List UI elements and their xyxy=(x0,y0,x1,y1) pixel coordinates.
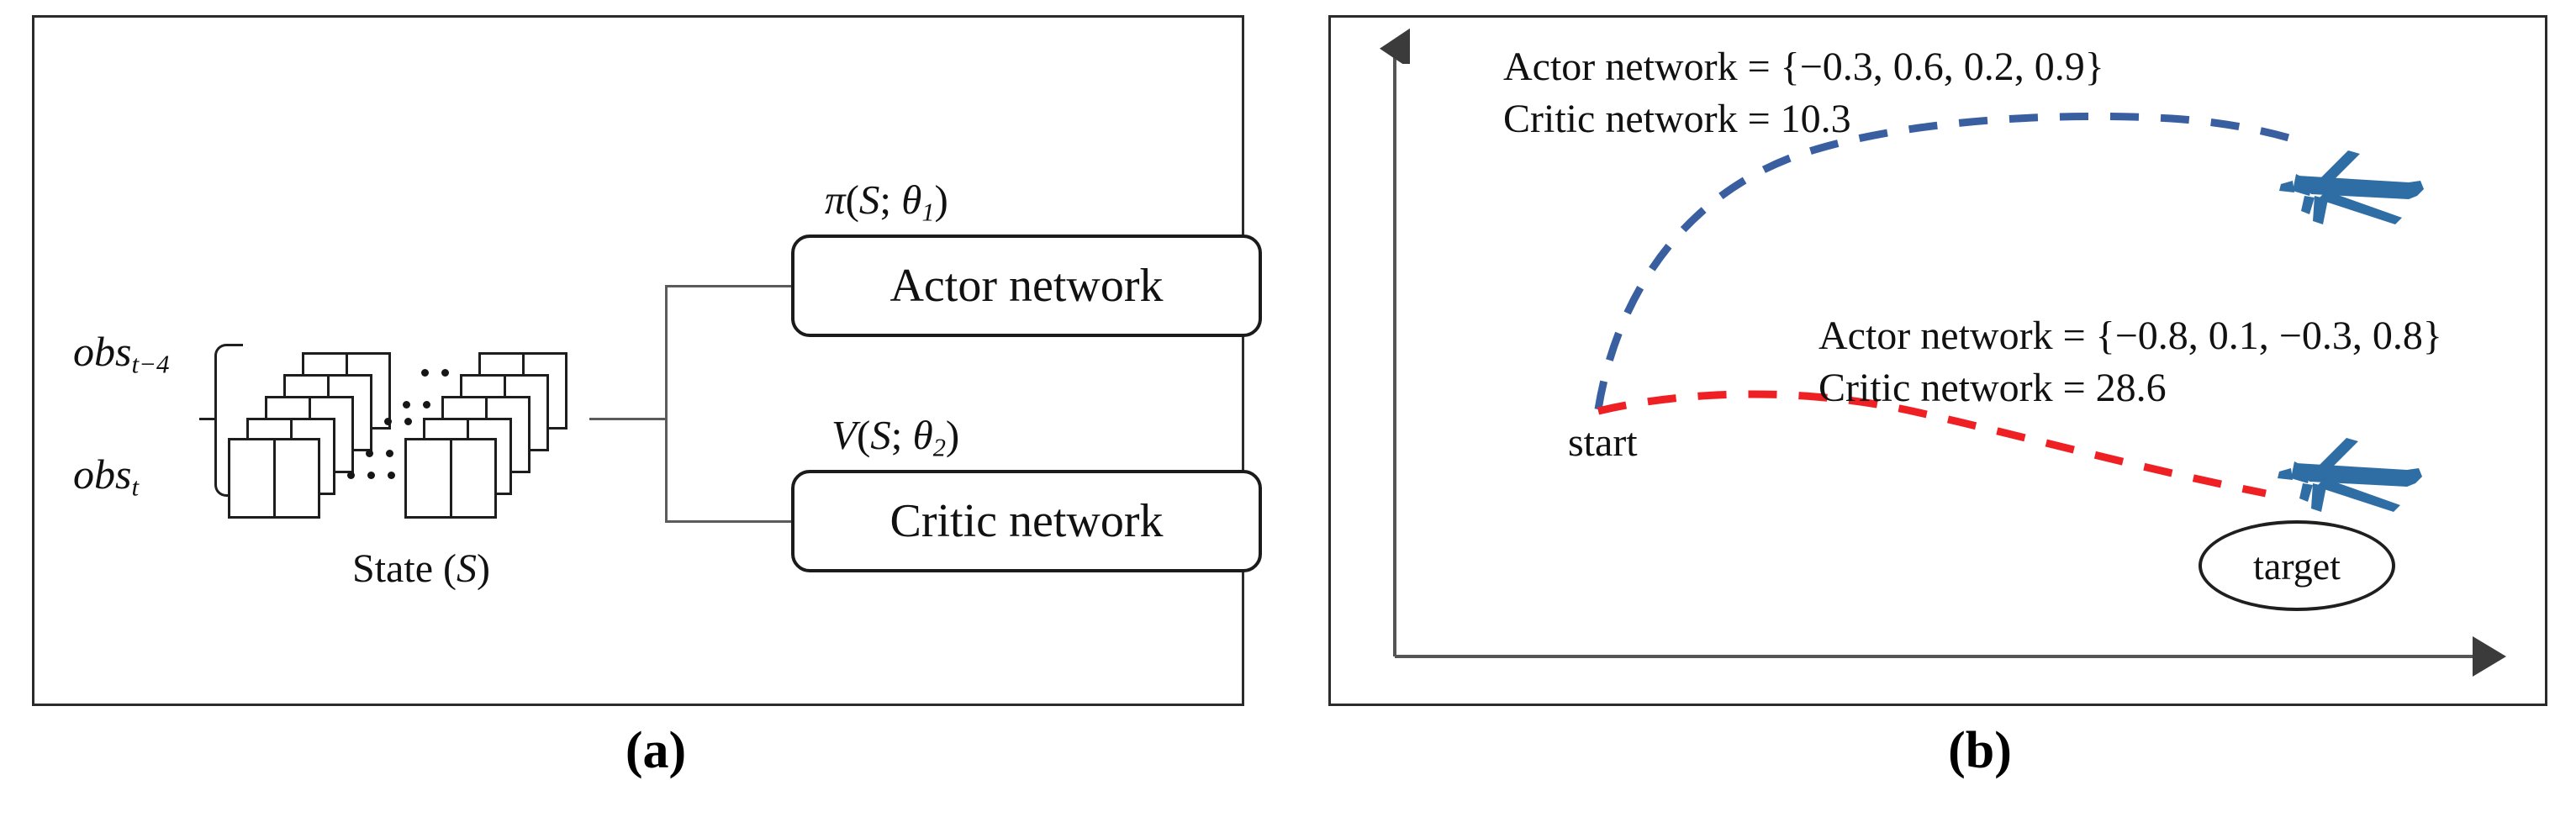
state-caption-text: State ( xyxy=(352,546,457,591)
annotation-lower: Actor network = {−0.8, 0.1, −0.3, 0.8} C… xyxy=(1819,310,2442,415)
connector-vertical-bus xyxy=(665,285,668,522)
connector-to-actor xyxy=(665,285,793,287)
critic-output-close: ) xyxy=(945,412,960,458)
actor-output-fn: π xyxy=(825,177,846,223)
obs-label-last-base: obs xyxy=(73,451,132,498)
actor-network-box: Actor network xyxy=(791,235,1262,337)
critic-output-theta: θ xyxy=(912,412,933,458)
obs-label-first-base: obs xyxy=(73,328,132,375)
target-label: target xyxy=(2253,544,2341,588)
critic-output-fn: V xyxy=(831,412,857,458)
start-label: start xyxy=(1568,420,1638,465)
upper-trajectory xyxy=(1594,112,2299,410)
annotation-upper-actor: Actor network = {−0.3, 0.6, 0.2, 0.9} xyxy=(1503,45,2104,89)
uav-icon-upper xyxy=(2279,150,2424,224)
actor-output-open: ( xyxy=(845,177,859,223)
obs-label-first: obst−4 xyxy=(73,330,170,377)
annotation-lower-critic: Critic network = 28.6 xyxy=(1819,366,2167,411)
actor-output-state: S xyxy=(858,177,880,223)
target-marker: target xyxy=(2199,520,2395,611)
critic-output-label: V(S; θ2) xyxy=(831,414,959,461)
panel-a-actor-critic-architecture: obst−4 obst xyxy=(32,15,1262,706)
critic-network-box: Critic network xyxy=(791,470,1262,572)
critic-output-state: S xyxy=(870,412,891,458)
obs-label-last-subscript: t xyxy=(131,472,140,502)
observation-frame xyxy=(228,438,320,519)
actor-output-theta: θ xyxy=(901,177,922,223)
actor-output-label: π(S; θ1) xyxy=(825,179,948,225)
obs-group-brace-tick xyxy=(199,418,216,420)
critic-output-index: 2 xyxy=(932,433,946,462)
annotation-lower-actor: Actor network = {−0.8, 0.1, −0.3, 0.8} xyxy=(1819,314,2442,358)
state-caption: State (S) xyxy=(245,546,598,592)
actor-output-close: ) xyxy=(934,177,948,223)
actor-output-sep: ; xyxy=(879,177,902,223)
uav-icon-lower xyxy=(2278,438,2422,512)
critic-output-sep: ; xyxy=(890,412,913,458)
observation-frame xyxy=(404,438,497,519)
annotation-upper-critic: Critic network = 10.3 xyxy=(1503,97,1851,142)
critic-output-open: ( xyxy=(856,412,871,458)
caption-panel-b: (b) xyxy=(1948,722,2012,779)
connector-stub xyxy=(589,418,667,420)
caption-panel-a: (a) xyxy=(625,722,687,779)
stack-ellipsis-dots xyxy=(347,369,478,512)
state-caption-close: ) xyxy=(476,546,490,591)
trajectory-plot xyxy=(1331,18,2506,677)
obs-label-last: obst xyxy=(73,453,139,500)
annotation-upper: Actor network = {−0.3, 0.6, 0.2, 0.9} Cr… xyxy=(1503,41,2104,146)
connector-to-critic xyxy=(665,520,793,523)
state-caption-symbol: S xyxy=(456,546,477,591)
lower-trajectory xyxy=(1597,390,2267,498)
panel-b-trajectory-illustration: Actor network = {−0.3, 0.6, 0.2, 0.9} Cr… xyxy=(1328,15,2547,706)
obs-label-first-subscript: t−4 xyxy=(131,349,170,379)
actor-output-index: 1 xyxy=(921,198,935,227)
